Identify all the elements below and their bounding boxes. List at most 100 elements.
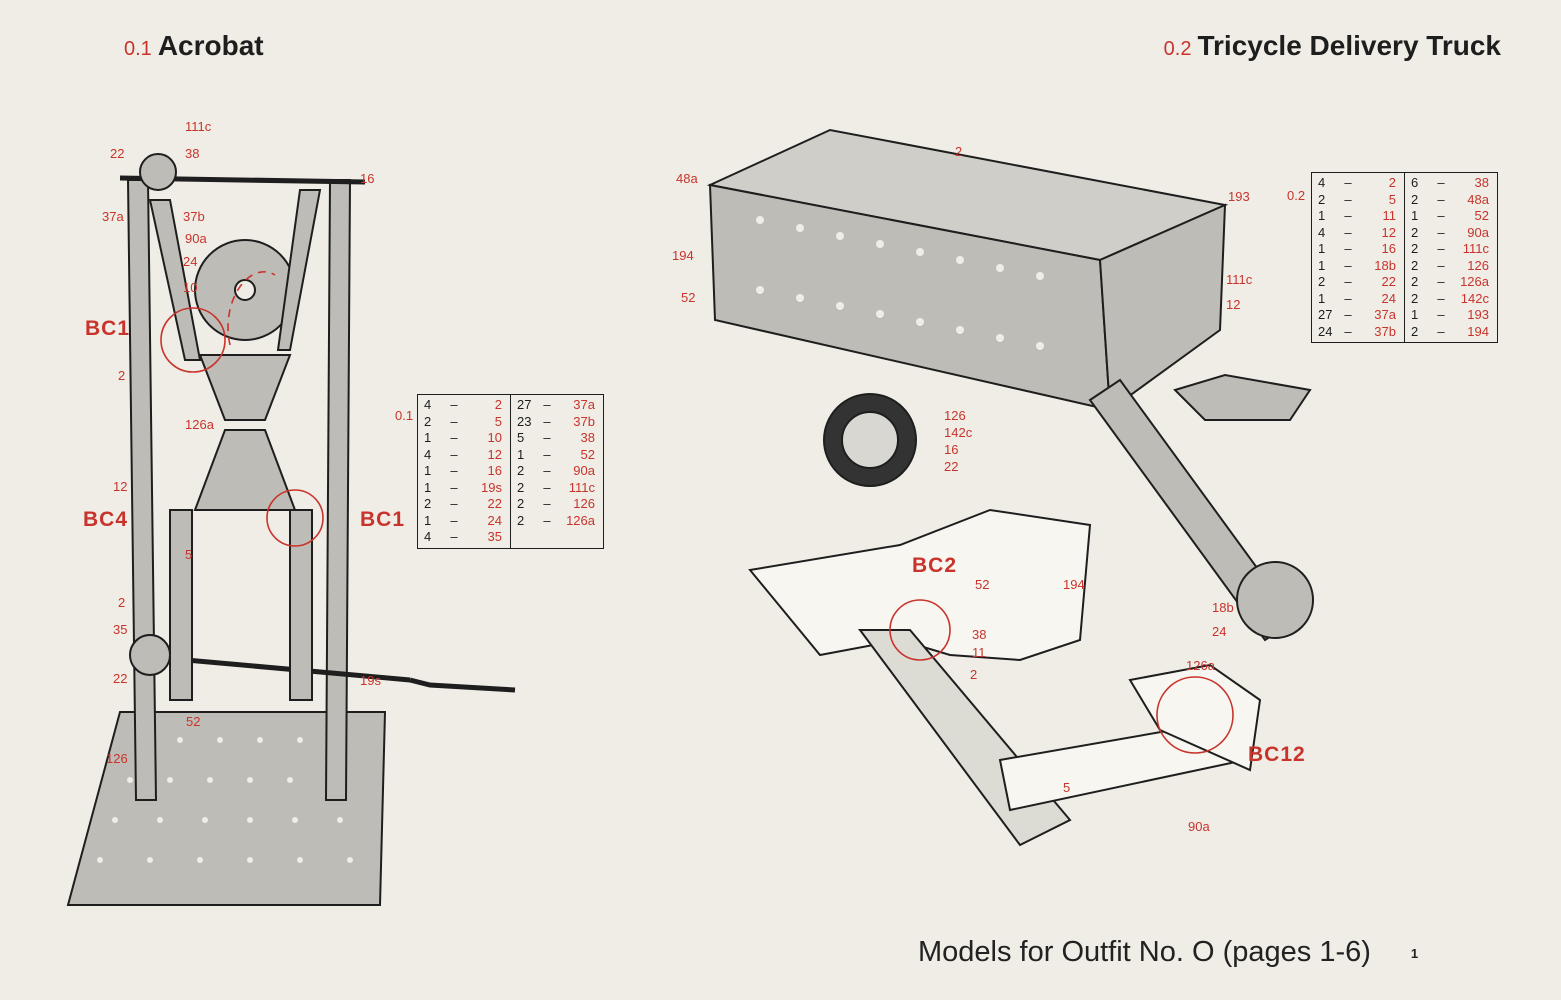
parts-row: 2–111c [517,479,595,495]
parts-row: 1–52 [1411,208,1489,223]
part-label: 18b [1212,600,1234,615]
part-label: 22 [113,671,128,686]
parts-row: 1–24 [424,512,502,528]
parts-row: 2–48a [1411,191,1489,207]
parts-row: 1–193 [1411,307,1489,322]
callout-circles [160,271,1234,754]
detail-strip [858,629,1072,847]
part-label: 90a [185,231,207,246]
parts-row: 2–194 [1411,323,1489,339]
parts-table-tag: 0.1 [395,408,414,423]
parts-row: 1–52 [517,446,595,462]
parts-column-2: 6–38 2–48a 1–52 2–90a 2–111c 2–126 2–126… [1404,173,1497,342]
parts-column-2: 27–37a 23–37b 5–38 1–52 2–90a 2–111c 2–1… [510,395,603,548]
detail-label: 2 [970,667,978,682]
parts-row: 2–126a [517,512,595,528]
callout-bc12: BC12 [1248,743,1306,766]
parts-row: 2–126 [517,496,595,511]
part-label: 16 [360,171,375,186]
model-number: 0.1 [124,38,152,60]
acrobat-plate-lower [193,429,297,511]
parts-row: 2–5 [424,413,502,429]
part-label: 48a [676,171,698,186]
callout-bc1: BC1 [360,508,406,531]
parts-table-tricycle: 4–2 2–5 1–11 4–12 1–16 1–18b 2–22 1–24 2… [1311,172,1498,343]
part-label: 22 [110,146,125,161]
part-label: 10 [183,280,198,295]
callout-bc4: BC4 [83,508,129,531]
model-name: Tricycle Delivery Truck [1197,30,1501,61]
part-label: 37b [183,209,205,224]
parts-row: 6–38 [1411,175,1489,190]
part-label: 12 [113,479,128,494]
parts-row: 2–90a [517,463,595,478]
model-name: Acrobat [157,30,264,61]
page-number: 1 [1410,945,1419,961]
acrobat-illustration [66,153,516,906]
part-label: 16 [944,442,959,457]
part-label: 52 [681,290,696,305]
callout-bc2: BC2 [912,554,958,577]
part-label: 111c [185,119,212,134]
model-number: 0.2 [1163,38,1192,60]
part-label: 194 [672,248,694,263]
parts-row: 27–37a [1318,307,1396,322]
part-label: 19s [360,673,381,688]
front-wheel [1236,561,1314,639]
detail-illustration [748,508,1262,847]
parts-row: 2–126a [1411,274,1489,289]
part-label: 142c [944,425,973,440]
parts-row: 1–10 [424,430,502,445]
parts-row: 2–22 [1318,274,1396,289]
parts-row: 24–37b [1318,323,1396,339]
parts-row: 1–18b [1318,257,1396,273]
parts-column-1: 4–2 2–5 1–11 4–12 1–16 1–18b 2–22 1–24 2… [1312,173,1404,342]
parts-row: 5–38 [517,430,595,445]
parts-row: 1–11 [1318,208,1396,223]
detail-label: 5 [1063,780,1071,795]
footer-text: Models for Outfit No. O (pages 1-6) [918,936,1371,968]
part-label: 193 [1228,189,1250,204]
truck-illustration [706,128,1314,642]
parts-table-acrobat: 4–2 2–5 1–10 4–12 1–16 1–19s 2–22 1–24 4… [417,394,604,549]
detail-label: 126a [1186,658,1215,673]
part-label: 38 [185,146,200,161]
page-footer: Models for Outfit No. O (pages 1-6) 1 [918,936,1418,969]
truck-end-plate [1098,203,1227,412]
parts-table-tag: 0.2 [1287,188,1306,203]
part-label: 35 [113,622,128,637]
part-label: 126 [944,408,966,423]
detail-plate [748,508,1092,662]
detail-label: 90a [1188,819,1210,834]
parts-row: 4–2 [1318,175,1396,190]
part-label: 2 [118,595,126,610]
part-label: 22 [944,459,959,474]
part-label: 111c [1226,272,1253,287]
parts-row: 2–90a [1411,224,1489,240]
detail-label: 52 [975,577,990,592]
parts-row: 2–126 [1411,257,1489,273]
part-label: 2 [118,368,126,383]
bottom-pulley [129,634,171,676]
part-label: 24 [1212,624,1227,639]
parts-row: 4–12 [424,446,502,462]
parts-row: 2–142c [1411,290,1489,306]
detail-label: 38 [972,627,987,642]
detail-label: 194 [1063,577,1085,592]
parts-row: 1–24 [1318,290,1396,306]
detail-label: 11 [972,645,986,660]
part-label: 37a [102,209,124,224]
handlebar-plate [1173,373,1312,421]
parts-row: 4–2 [424,397,502,412]
part-label: 2 [955,144,963,159]
parts-row: 1–16 [1318,241,1396,256]
parts-row: 1–16 [424,463,502,478]
part-label: 126a [185,417,214,432]
callout-bc1: BC1 [85,317,131,340]
parts-row: 2–22 [424,496,502,511]
part-label: 12 [1226,297,1241,312]
parts-row: 4–35 [424,529,502,544]
top-pulley [139,153,177,191]
